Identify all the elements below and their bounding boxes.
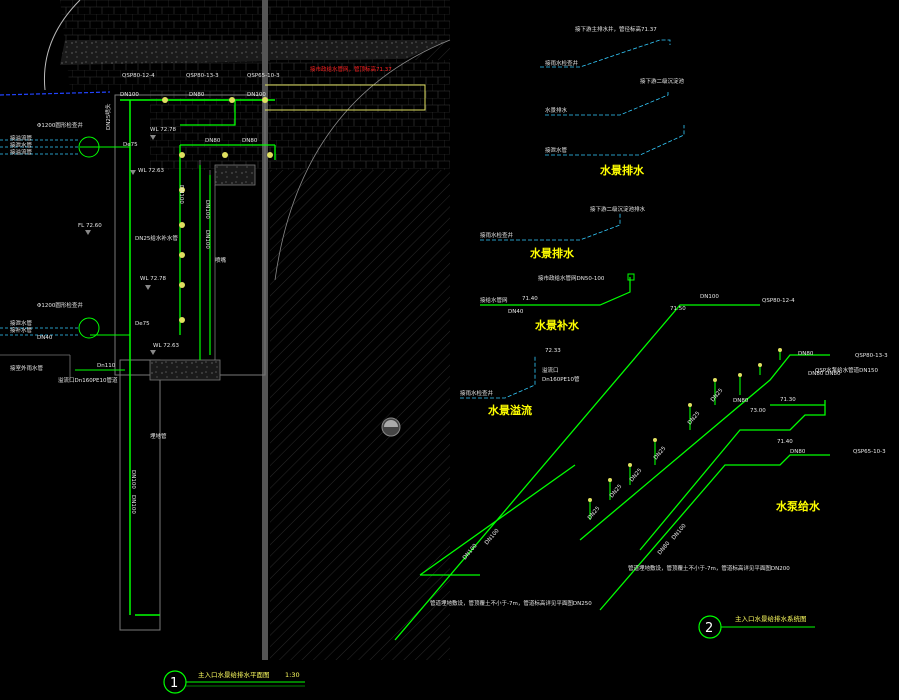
makeup-note: 接给水管网 [480, 296, 508, 304]
side-note: 接泄水管 [10, 141, 33, 149]
plan-background [0, 0, 451, 660]
drain2-note: 接雨水检查井 [480, 231, 514, 239]
plan-note: 溢流口Dn160PE10管道 [58, 376, 118, 384]
drain-system-1: 接下游主排水井，管径标高71.37 接雨水检查井 水景排水 接下游二级沉淀池 接… [540, 25, 685, 177]
drain-note: 接下游主排水井，管径标高71.37 [575, 25, 657, 33]
plan-number: 1 [170, 676, 178, 691]
overflow-note: Dn160PE10管 [542, 375, 580, 383]
level-label: FL 72.60 [78, 223, 102, 229]
plan-title: 主入口水景给排水平面图 [198, 670, 270, 679]
plan-scale: 1:30 [285, 671, 300, 679]
drain2-label: 水景排水 [530, 246, 575, 260]
dn-small: DN40 [37, 335, 53, 341]
pump-note: DN80 [733, 398, 749, 404]
pump-pipe: QSP80-12-4 [762, 298, 795, 304]
pump-pipe: QSP65-10-3 [853, 449, 886, 455]
plan-note: DN25喷头 [104, 103, 112, 130]
pump-note: DN80 [798, 351, 814, 357]
pump-long-note: 管道埋地敷设，管顶覆土不小于-7m，管道标高详见平面图DN200 [628, 564, 790, 572]
dn-label: DN100 [130, 470, 136, 489]
level-label: WL 72.63 [138, 168, 164, 174]
system-number: 2 [705, 621, 713, 636]
makeup-note: 71.40 [522, 296, 538, 302]
drain1-label: 水景排水 [600, 163, 645, 177]
side-note: 接泄水管 [10, 319, 33, 327]
pump-long-note: 管道埋地敷设，管顶覆土不小于-7m，管道标高详见平面图DN250 [430, 599, 592, 607]
pump-note: DN25 [609, 483, 624, 499]
dn-label: DN80 [205, 138, 221, 144]
sleeve-note: Φ1200圆形检查井 [37, 121, 83, 129]
dn-small: Dn110 [97, 363, 116, 369]
plan-pipes [0, 84, 426, 616]
makeup-system: 接市政给水管网DN50-100 接给水管网 71.40 DN40 水景补水 [480, 273, 635, 332]
dn-label: DN100 [204, 200, 210, 219]
plan-pipe-label: QSP80-12-4 [122, 73, 155, 79]
pump-label: 水泵给水 [776, 499, 821, 513]
sleeve-note: Φ1200圆形检查井 [37, 301, 83, 309]
drain-note: 水景排水 [545, 106, 568, 114]
pump-note: DN100 [484, 528, 501, 547]
side-note: 接补水管 [10, 326, 33, 334]
dn-label: DN100 [178, 185, 184, 204]
makeup-note: DN40 [508, 309, 524, 315]
plan-note: DN25给水补水管 [135, 234, 178, 242]
dn-small: De75 [123, 142, 138, 148]
overflow-note: 接雨水检查井 [460, 389, 494, 397]
overflow-note: 72.33 [545, 348, 561, 354]
pump-note: 73.00 [750, 408, 766, 414]
plan-title-block: 1 主入口水景给排水平面图 1:30 [163, 670, 305, 694]
drain-system-2: 接下游二级沉淀池排水 接雨水检查井 水景排水 [480, 205, 646, 260]
pump-note: 71.30 [780, 397, 796, 403]
pump-note: DN25 [710, 387, 725, 403]
side-note: 接溢流管 [10, 148, 33, 156]
plan-labels: QSP80-12-4 QSP80-13-3 QSP65-10-3 接市政给水管网… [10, 65, 392, 514]
side-note: 接溢流管 [10, 134, 33, 142]
dn-label: DN100 [247, 92, 266, 98]
overflow-note: 溢流口 [542, 366, 559, 374]
pump-note: DN25 [687, 410, 702, 426]
drain2-note: 接下游二级沉淀池排水 [590, 205, 646, 213]
level-label: WL 72.63 [153, 343, 179, 349]
pump-note: DN25 [587, 505, 602, 521]
pump-system: QSP80-12-4 QSP80-13-3 QSP65-10-3 DN100 D… [394, 294, 888, 641]
pump-note: DN100 [700, 294, 719, 300]
drain-note: 接下游二级沉淀池 [640, 77, 685, 85]
pump-note: DN25 [629, 467, 644, 483]
pump-note: 71.50 [670, 306, 686, 312]
plan-pipe-label: QSP65-10-3 [247, 73, 280, 79]
plan-pipe-label: QSP80-13-3 [186, 73, 219, 79]
makeup-label: 水景补水 [535, 318, 580, 332]
red-note: 接市政给水管网，管顶标高71.37 [310, 65, 392, 73]
pump-note: DN80 DN80 [808, 371, 841, 377]
pump-long-note: QSP水泵给水管道DN150 [815, 366, 878, 374]
pump-note: DN100 [462, 543, 479, 562]
level-label: WL 72.78 [150, 127, 176, 133]
pump-note: DN80 [657, 540, 672, 556]
system-title-block: 2 主入口水景给排水系统图 [698, 614, 815, 639]
plan-note: 接室外雨水管 [10, 364, 44, 372]
dn-label: DN80 [242, 138, 258, 144]
drain-note: 接雨水检查井 [545, 59, 579, 67]
overflow-label: 水景溢流 [488, 403, 532, 417]
pump-note: 71.40 [777, 439, 793, 445]
dn-label: DN80 [189, 92, 205, 98]
plan-note: 喷嘴 [215, 256, 227, 264]
dn-label: DN100 [204, 230, 210, 249]
overflow-system: 72.33 溢流口 Dn160PE10管 接雨水检查井 水景溢流 [460, 348, 580, 417]
makeup-note: 接市政给水管网DN50-100 [538, 274, 605, 282]
plan-note: 埋地管 [150, 432, 167, 440]
drain-note: 接泄水管 [545, 146, 568, 154]
system-title: 主入口水景给排水系统图 [735, 614, 807, 623]
pump-pipe: QSP80-13-3 [855, 353, 888, 359]
dn-label: DN100 [120, 92, 139, 98]
level-label: WL 72.78 [140, 276, 166, 282]
pump-note: DN80 [790, 449, 806, 455]
dn-label: DN100 [130, 495, 136, 514]
dn-small: De75 [135, 321, 150, 327]
